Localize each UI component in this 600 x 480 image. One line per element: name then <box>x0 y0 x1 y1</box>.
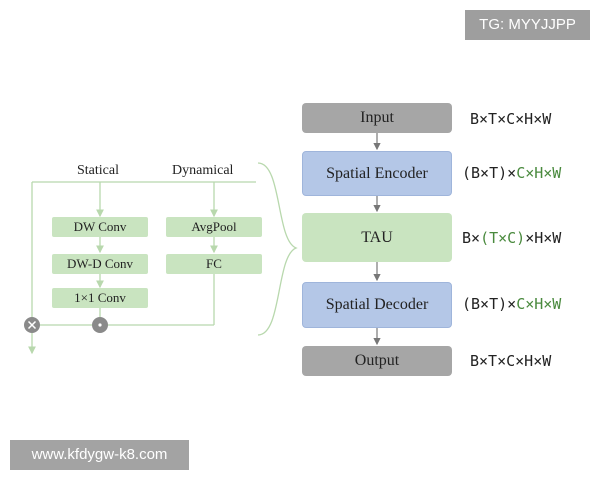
dw-d-conv-box: DW-D Conv <box>52 254 148 274</box>
input-shape: B×T×C×H×W <box>470 110 551 128</box>
spatial-encoder-box: Spatial Encoder <box>302 151 452 196</box>
tau-shape-part: ×H×W <box>525 229 562 247</box>
tau-shape: B×(T×C)×H×W <box>462 229 561 247</box>
decoder-shape: (B×T)×C×H×W <box>462 295 561 313</box>
encoder-shape-highlight: C×H×W <box>516 164 562 182</box>
decoder-shape-part: (B×T)× <box>462 295 517 313</box>
dw-conv-box: DW Conv <box>52 217 148 237</box>
output-shape-part: B×T×C×H×W <box>470 352 552 370</box>
watermark-bottom: www.kfdygw-k8.com <box>10 440 189 470</box>
encoder-shape: (B×T)×C×H×W <box>462 164 561 182</box>
avgpool-box: AvgPool <box>166 217 262 237</box>
encoder-shape-part: (B×T)× <box>462 164 517 182</box>
pointwise-conv-box: 1×1 Conv <box>52 288 148 308</box>
tau-shape-highlight: (T×C) <box>480 229 526 247</box>
fc-box: FC <box>166 254 262 274</box>
spatial-decoder-box: Spatial Decoder <box>302 282 452 328</box>
output-box: Output <box>302 346 452 376</box>
input-box: Input <box>302 103 452 133</box>
decoder-shape-highlight: C×H×W <box>516 295 562 313</box>
statical-label: Statical <box>77 163 119 178</box>
dynamical-label: Dynamical <box>172 163 234 178</box>
output-shape: B×T×C×H×W <box>470 352 551 370</box>
input-shape-part: B×T×C×H×W <box>470 110 552 128</box>
tau-box: TAU <box>302 213 452 262</box>
tau-shape-part: B× <box>462 229 481 247</box>
watermark-top: TG: MYYJJPP <box>465 10 590 40</box>
